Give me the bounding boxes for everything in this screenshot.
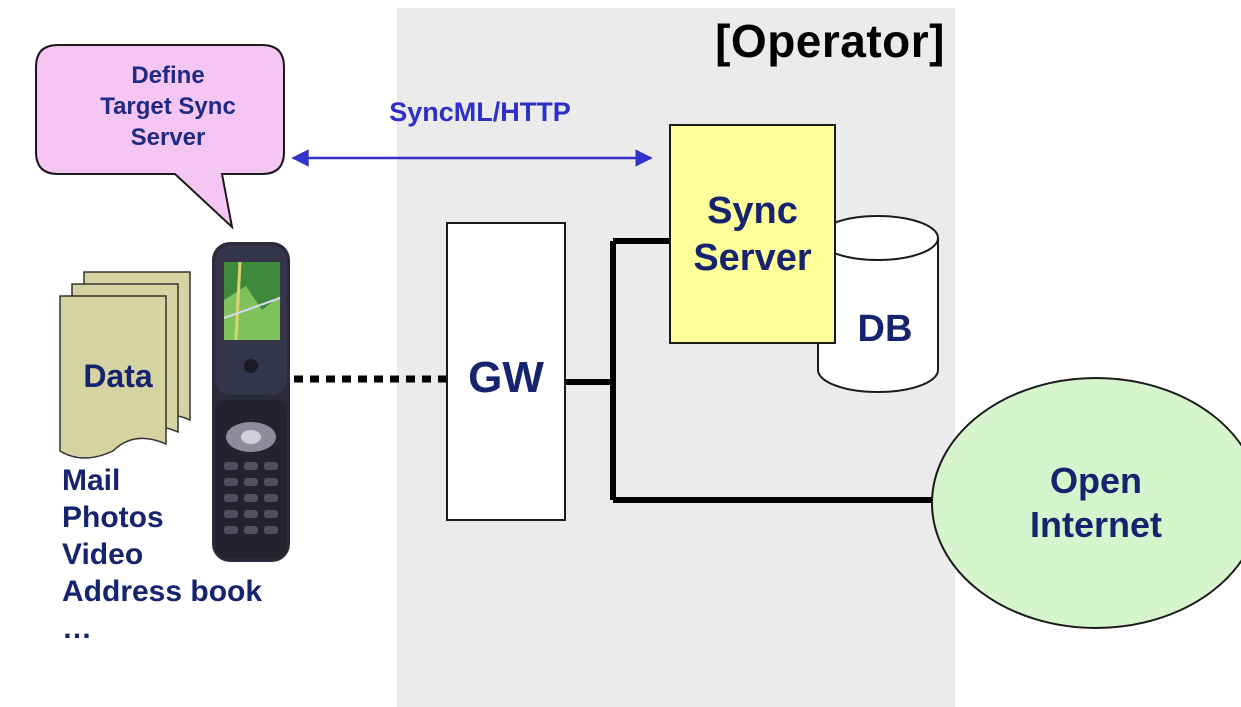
data-document-front	[59, 295, 167, 459]
operator-title: [Operator]	[715, 15, 945, 67]
data-label: Data	[83, 358, 153, 394]
protocol-label: SyncML/HTTP	[389, 97, 571, 127]
db-label: DB	[857, 308, 913, 350]
internet-line: Internet	[1029, 504, 1162, 545]
data-types-list: Mail Photos Video Address book …	[62, 462, 362, 647]
data-document-stack	[59, 271, 191, 459]
callout-line: Define	[131, 62, 205, 89]
sync-server-box	[669, 124, 836, 344]
internet-line: Open	[1049, 460, 1142, 501]
sync-server-line: Sync	[707, 190, 798, 232]
mobile-phone-icon	[212, 242, 290, 562]
callout-line: Target Sync	[100, 93, 236, 120]
callout-line: Server	[130, 124, 206, 151]
internet-label: Open Internet	[990, 459, 1202, 547]
data-type-item: …	[62, 612, 92, 645]
data-type-item: Photos	[62, 501, 164, 534]
network-connectors	[565, 238, 934, 503]
database-cylinder	[817, 215, 939, 393]
gateway-box	[446, 222, 566, 521]
sync-server-line: Server	[693, 237, 812, 279]
data-type-item: Mail	[62, 464, 121, 497]
data-type-item: Address book	[62, 575, 263, 608]
sync-server-label: Sync Server	[670, 188, 835, 282]
callout-text: Define Target Sync Server	[52, 60, 284, 153]
data-type-item: Video	[62, 538, 144, 571]
internet-ellipse	[931, 377, 1241, 629]
gw-label: GW	[468, 353, 544, 402]
callout-bubble	[35, 44, 285, 230]
